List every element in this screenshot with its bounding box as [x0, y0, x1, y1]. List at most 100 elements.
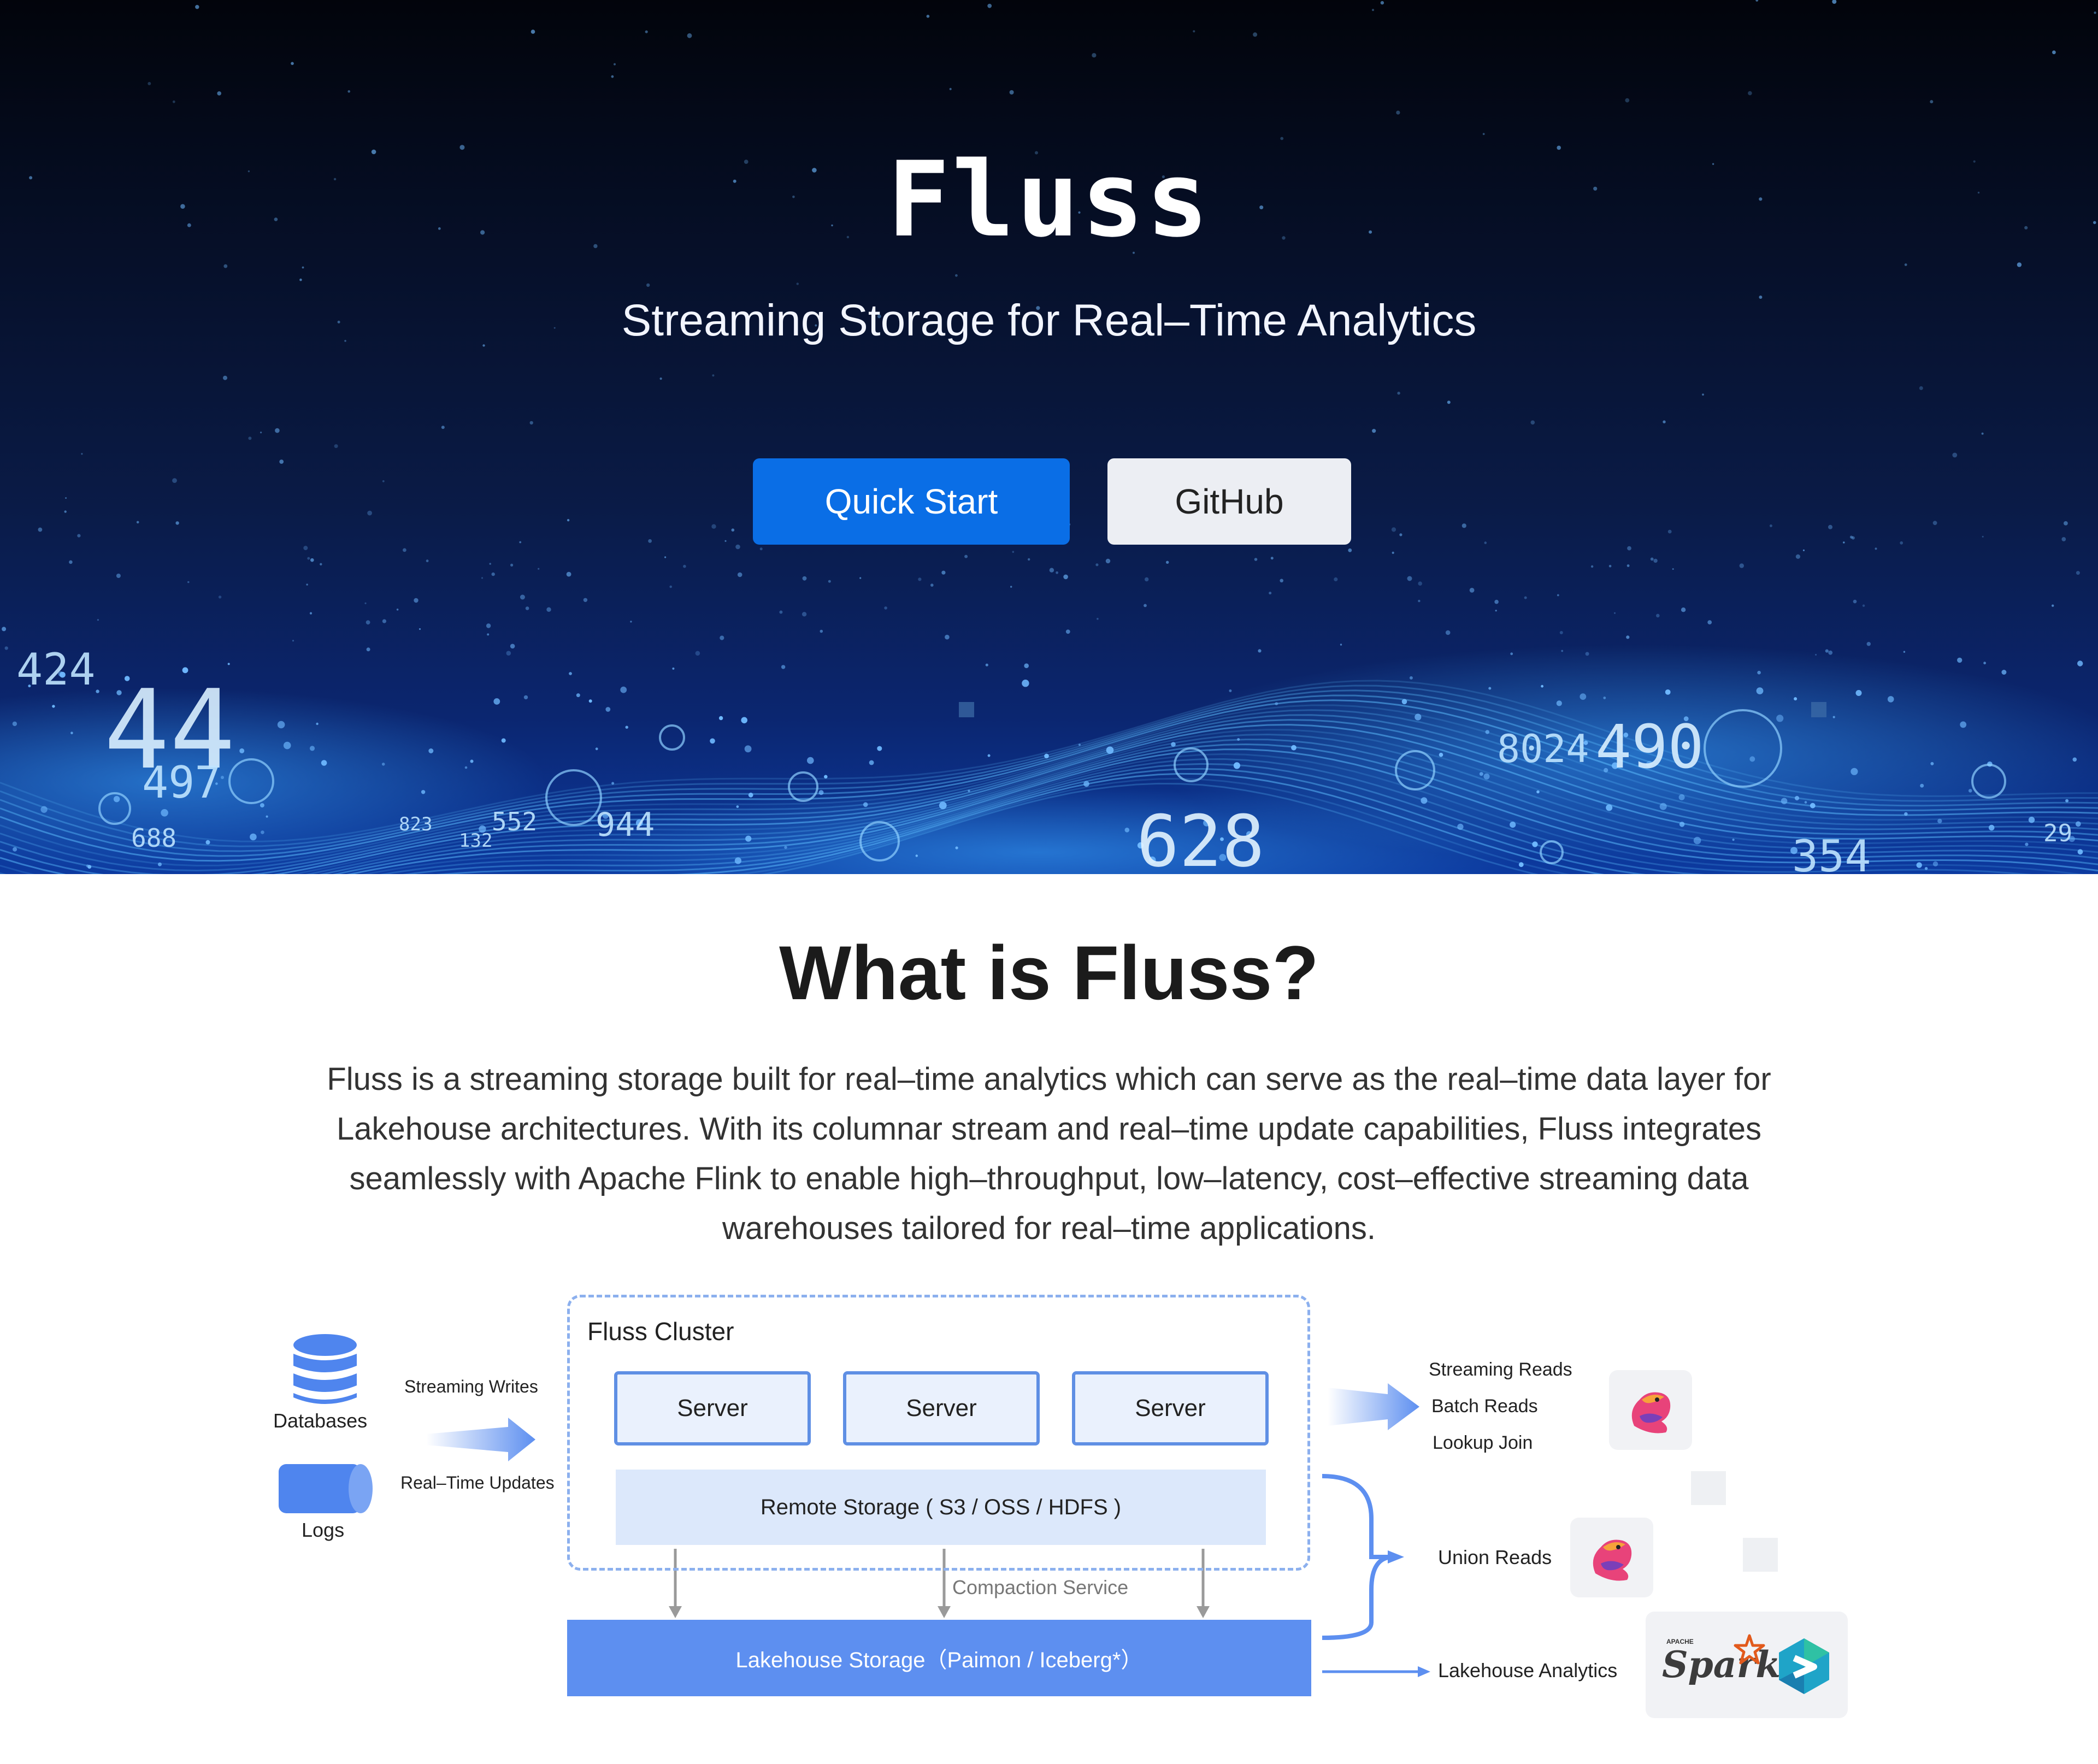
particle-dot [309, 746, 315, 751]
particle-dot [1604, 768, 1608, 772]
particle-dot [1679, 822, 1685, 827]
particle-dot [218, 595, 222, 599]
particle-dot [869, 760, 874, 765]
particle-dot [1162, 175, 1165, 179]
particle-dot [307, 557, 310, 560]
particle-dot [1712, 163, 1714, 165]
particle-dot [1903, 651, 1906, 653]
particle-dot [614, 63, 616, 66]
particle-dot [1203, 819, 1210, 827]
particle-dot [593, 244, 598, 249]
particle-dot [1253, 32, 1258, 37]
particle-dot [487, 633, 490, 636]
particle-dot [40, 806, 48, 813]
quick-start-button[interactable]: Quick Start [753, 458, 1070, 545]
particle-dot [939, 801, 947, 810]
particle-dot [710, 738, 715, 744]
particle-dot [620, 686, 627, 693]
particle-dot [1920, 783, 1924, 788]
wave-line [346, 748, 2098, 874]
particle-dot [611, 782, 615, 785]
wave-line [0, 689, 2098, 852]
particle-dot [347, 90, 350, 93]
particle-dot [595, 747, 598, 751]
particle-dot [1518, 862, 1524, 868]
particle-dot [955, 846, 958, 849]
starrocks-icon [1779, 1638, 1829, 1694]
particle-dot [741, 717, 747, 724]
particle-dot [1488, 687, 1492, 690]
particle-dot [602, 812, 609, 819]
particle-dot [930, 583, 934, 587]
particle-dot [1855, 690, 1862, 696]
particle-dot [320, 563, 322, 566]
particle-dot [223, 264, 228, 268]
particle-dot [1623, 732, 1629, 738]
particle-dot [479, 825, 486, 833]
particle-dot [65, 497, 67, 499]
particle-dot [1531, 734, 1534, 737]
server-box: Server [1072, 1371, 1269, 1446]
streaming-writes-label: Streaming Writes [404, 1377, 538, 1396]
particle-dot [1049, 568, 1054, 573]
particle-dot [306, 583, 308, 586]
architecture-diagram: Databases Logs Streaming Writes Real–Tim… [0, 1273, 2098, 1764]
particle-dot [1781, 798, 1788, 805]
particle-dot [1105, 558, 1111, 564]
particle-dot [1973, 160, 1976, 163]
particle-dot [1815, 654, 1817, 656]
particle-dot [310, 558, 314, 562]
particle-dot [464, 766, 468, 769]
particle-dot [1646, 760, 1653, 768]
particle-dot [949, 87, 952, 91]
wave-line [319, 739, 2098, 874]
particle-dot [172, 100, 175, 103]
particle-dot [136, 521, 139, 524]
particle-dot [1663, 420, 1666, 423]
particle-dot [1391, 527, 1396, 532]
particle-dot [2077, 849, 2083, 855]
particle-dot [968, 789, 970, 793]
particle-dot [116, 574, 121, 578]
wave-line [0, 685, 2098, 847]
particle-dot [669, 585, 672, 588]
spark-wordmark: Spark [1662, 1643, 1781, 1686]
particle-dot [316, 722, 319, 725]
particle-dot [64, 510, 67, 513]
particle-dot [489, 563, 491, 565]
particle-dot [646, 283, 650, 287]
particle-dot [2094, 11, 2096, 14]
particle-dot [1036, 306, 1040, 310]
particle-dot [1532, 841, 1538, 847]
particle-dot [926, 15, 930, 18]
flink-icon [1631, 1392, 1671, 1433]
particle-dot [29, 176, 33, 180]
particle-dot [52, 705, 55, 708]
particle-dot [510, 563, 514, 567]
particle-dot [1681, 607, 1686, 612]
particle-dot [918, 577, 922, 581]
github-button[interactable]: GitHub [1107, 458, 1351, 545]
particle-dot [70, 731, 73, 734]
particle-dot [611, 75, 614, 78]
particle-dot [382, 619, 387, 623]
particle-dot [38, 527, 43, 532]
particle-dot [695, 651, 700, 656]
wave-line [0, 694, 2098, 857]
batch-reads-label: Batch Reads [1431, 1396, 1538, 1417]
real-time-updates-label: Real–Time Updates [400, 1473, 555, 1492]
particle-dot [1794, 795, 1800, 801]
particle-dot [260, 432, 262, 434]
particle-dot [736, 805, 739, 808]
particle-dot [1851, 768, 1858, 775]
particle-dot [1418, 599, 1421, 603]
particle-dot [1063, 574, 1068, 580]
particle-dot [1853, 599, 1857, 604]
particle-dot [2076, 571, 2080, 575]
particle-dot [1937, 818, 1942, 824]
particle-dot [175, 521, 179, 525]
particle-dot [846, 235, 850, 239]
particle-dot [227, 663, 230, 665]
particle-dot [1028, 558, 1030, 561]
particle-dot [113, 796, 120, 803]
